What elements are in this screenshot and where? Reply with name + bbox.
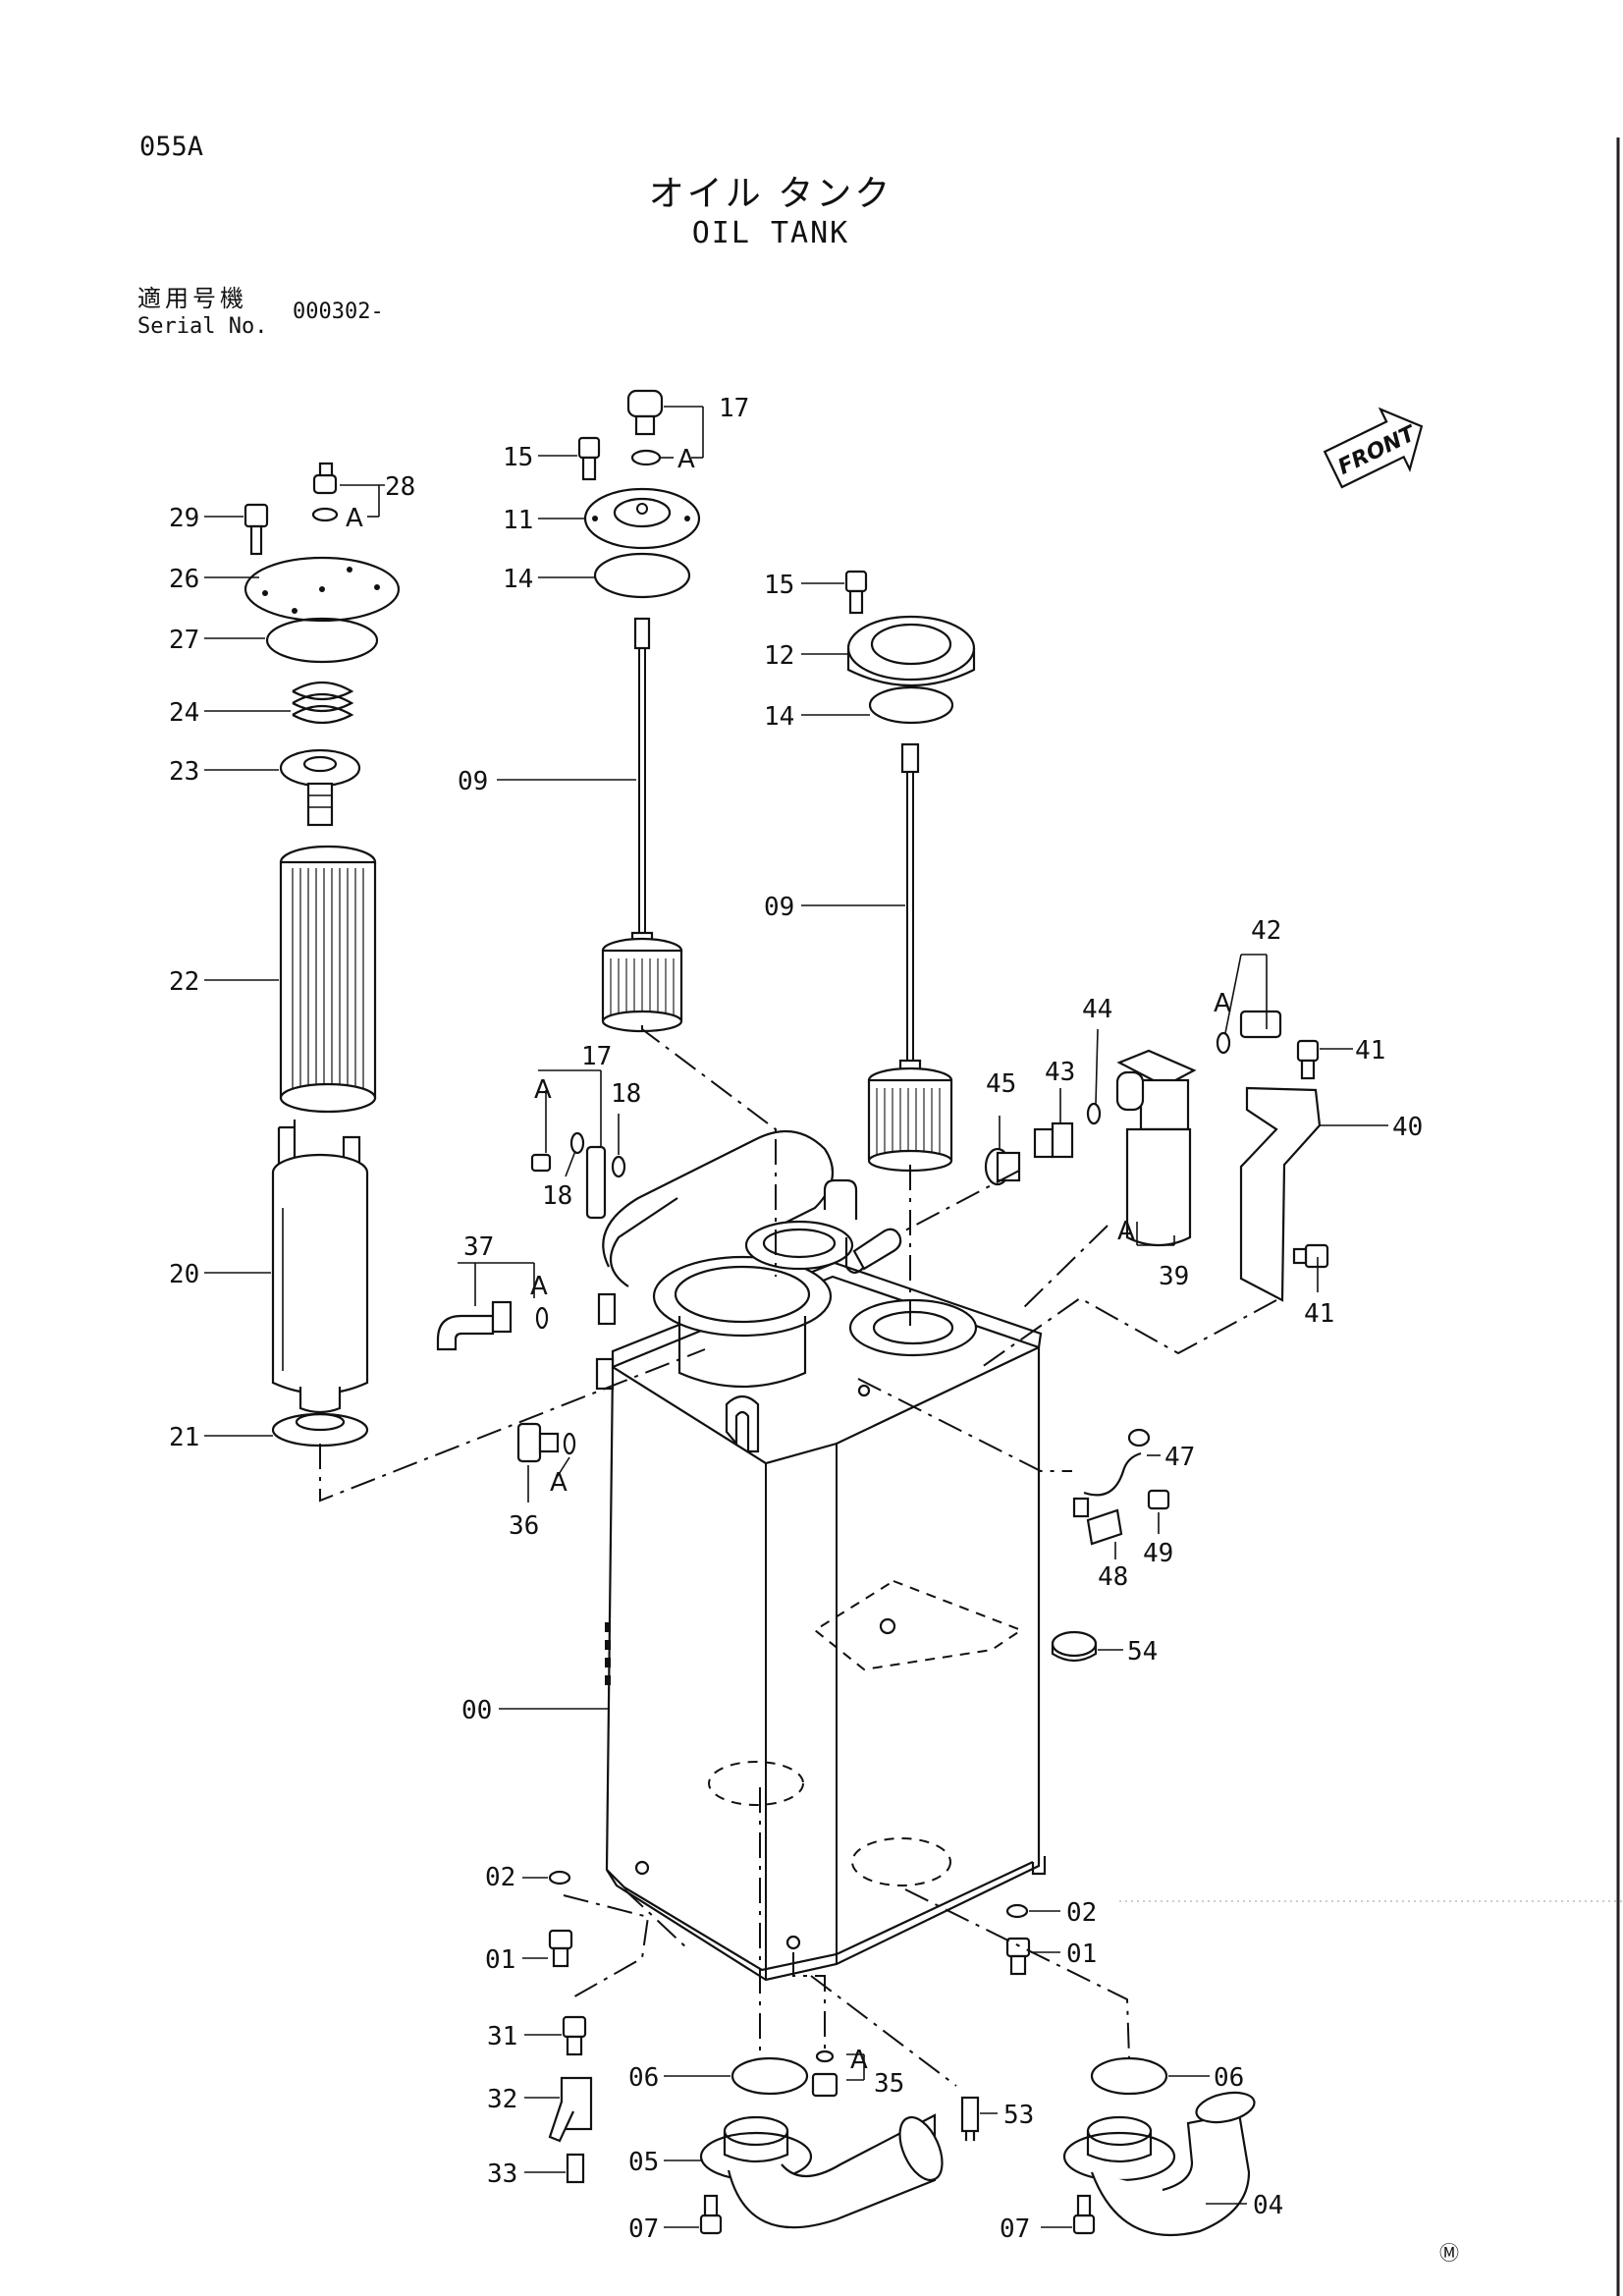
label-20: 20 [169,1260,199,1289]
label-13: 14 [503,565,533,594]
part-labels: 17 15 11 14 09 28 29 26 27 24 23 22 20 2… [169,394,1423,2244]
serial-number-value: 000302- [293,300,384,324]
label-09: 09 [458,767,488,796]
label-05: 05 [628,2148,659,2177]
page-code: 055A [139,132,204,162]
label-01a: 01 [485,1945,515,1975]
page-title-japanese: オイル タンク [648,174,893,214]
label-24: 24 [169,698,199,728]
label-42: 42 [1251,916,1281,946]
label-13b: 14 [764,702,794,732]
label-43: 43 [1045,1058,1075,1087]
label-28: 28 [385,472,415,502]
label-44: 44 [1082,995,1112,1024]
label-41b: 41 [1304,1299,1334,1329]
bottom-mark: Ⓜ [1439,2241,1459,2265]
group-label-a: A [534,1075,552,1105]
return-filter-assembly [243,462,401,1448]
label-33: 33 [487,2159,517,2189]
group-label-a: A [346,504,363,533]
label-02a: 02 [485,1863,515,1892]
label-49: 49 [1143,1539,1173,1568]
label-21: 21 [169,1423,199,1452]
side-fittings [436,1131,626,1463]
group-label-a: A [550,1468,568,1498]
oil-tank-body [595,1129,1047,1982]
label-02b: 02 [1066,1898,1097,1928]
label-14b: 15 [764,571,794,600]
front-arrow-icon: FRONT [1323,407,1424,489]
label-09b: 09 [764,893,794,922]
label-26: 26 [169,565,199,594]
label-23: 23 [169,757,199,787]
label-18b: 18 [542,1181,572,1211]
label-37: 37 [463,1232,494,1262]
group-label-a: A [850,2046,868,2075]
label-06a: 06 [628,2063,659,2093]
label-15: 17 [719,394,749,423]
reference-lines [319,1025,1277,2087]
group-label-a: A [530,1272,548,1301]
label-22: 22 [169,967,199,997]
label-35: 35 [874,2069,904,2099]
label-41a: 41 [1355,1036,1385,1066]
group-label-a: A [677,445,695,474]
label-53: 53 [1003,2101,1034,2130]
suction-strainer-assembly-2 [844,570,976,1173]
label-45: 45 [986,1069,1016,1099]
label-00: 00 [461,1696,492,1725]
page-title: OIL TANK [691,216,850,250]
label-32: 32 [487,2085,517,2114]
leader-lines [204,406,1388,2228]
group-label-a: A [1117,1217,1135,1246]
label-18a: 18 [611,1079,641,1109]
label-36: 36 [509,1511,539,1541]
pilot-filter-assembly [984,1010,1329,1663]
label-07b: 07 [1000,2214,1030,2244]
label-47: 47 [1164,1443,1195,1472]
page-border [1119,137,1623,2296]
label-12: 12 [764,641,794,671]
label-11: 11 [503,506,533,535]
label-07a: 07 [628,2214,659,2244]
drain-parts [548,1870,1256,2237]
label-39: 39 [1159,1262,1189,1291]
label-29: 29 [169,504,199,533]
serial-label: Serial No. [137,314,268,339]
suction-strainer-assembly-1 [577,389,701,1033]
label-17: 17 [581,1042,612,1071]
group-a-labels: A A A A A A A A [346,445,1231,2075]
group-label-a: A [1214,989,1231,1018]
serial-label-japanese: 適用号機 [137,285,247,312]
label-04: 04 [1253,2191,1283,2220]
label-01b: 01 [1066,1940,1097,1969]
label-06b: 06 [1214,2063,1244,2093]
label-14: 15 [503,443,533,472]
label-48: 48 [1098,1562,1128,1592]
label-31: 31 [487,2022,517,2051]
label-40: 40 [1392,1113,1423,1142]
label-54: 54 [1127,1637,1158,1667]
label-27: 27 [169,626,199,655]
